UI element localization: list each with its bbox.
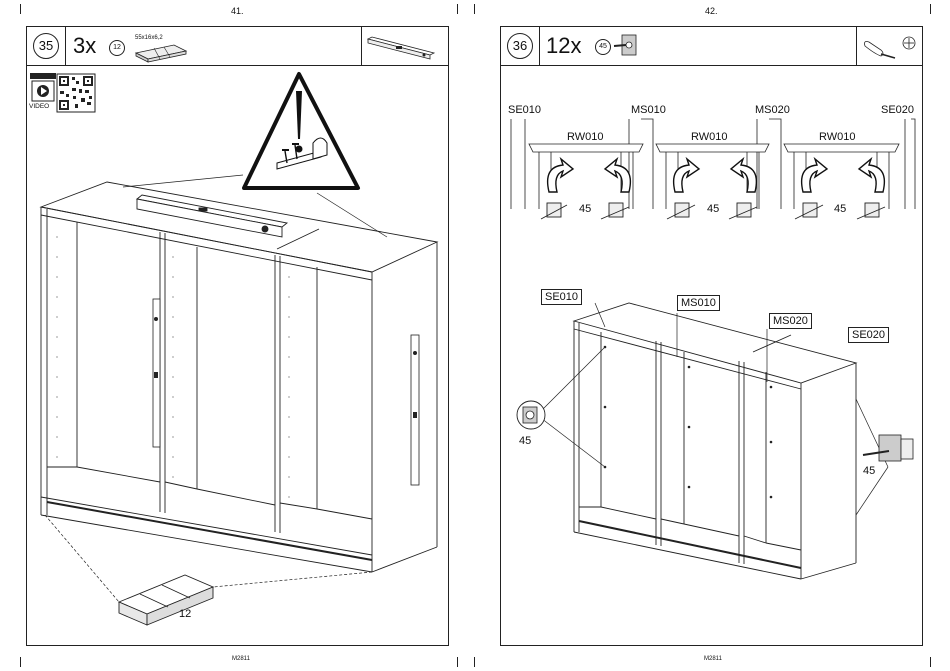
crop-mark (457, 657, 458, 667)
page-footer-left: M2811 (232, 656, 250, 662)
crop-mark (930, 4, 931, 14)
box-label-se010: SE010 (541, 289, 582, 305)
box-label-ms020: MS020 (769, 313, 812, 329)
page-number-left: 41. (231, 6, 244, 16)
crop-mark (20, 4, 21, 14)
box-label-se020: SE020 (848, 327, 889, 343)
step-36-panel: 36 12x 45 SE010 MS010 MS020 SE020 RW010 … (500, 26, 923, 646)
crop-mark (474, 4, 475, 14)
wardrobe-drawing (27, 27, 450, 647)
crop-mark (930, 657, 931, 667)
crop-mark (457, 4, 458, 14)
crop-mark (474, 657, 475, 667)
callout-part-label: 12 (179, 608, 191, 620)
box-label-ms010: MS010 (677, 295, 720, 311)
crop-mark (20, 657, 21, 667)
page-number-right: 42. (705, 6, 718, 16)
callout-label-right: 45 (863, 465, 875, 477)
page-footer-right: M2811 (704, 656, 722, 662)
step-35-panel: 35 3x 12 55x16x6,2 VIDEO (26, 26, 449, 646)
callout-label-left: 45 (519, 435, 531, 447)
